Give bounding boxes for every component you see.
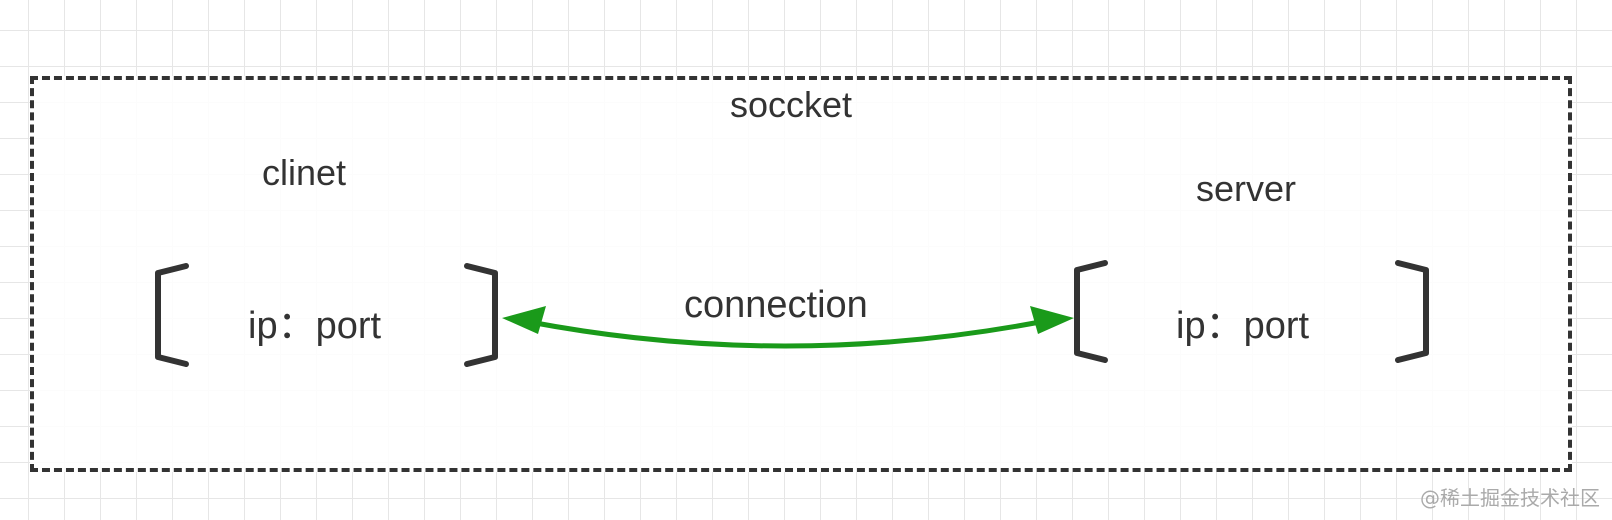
client-left-bracket bbox=[155, 263, 189, 367]
server-address: ip：port bbox=[1176, 305, 1310, 347]
connection-arrowhead-right bbox=[1030, 306, 1074, 334]
server-label: server bbox=[1196, 168, 1297, 209]
client-right-bracket bbox=[464, 263, 498, 367]
connection-label: connection bbox=[684, 284, 868, 326]
client-address: ip：port bbox=[248, 305, 382, 347]
server-left-bracket bbox=[1074, 260, 1108, 363]
server-right-bracket bbox=[1395, 260, 1429, 363]
socket-label: soccket bbox=[730, 84, 853, 125]
watermark: @稀土掘金技术社区 bbox=[1420, 486, 1600, 510]
connection-arrowhead-left bbox=[502, 306, 546, 334]
connection-arrow bbox=[529, 319, 1041, 349]
client-label: clinet bbox=[262, 152, 347, 193]
socket-container bbox=[30, 76, 1572, 472]
